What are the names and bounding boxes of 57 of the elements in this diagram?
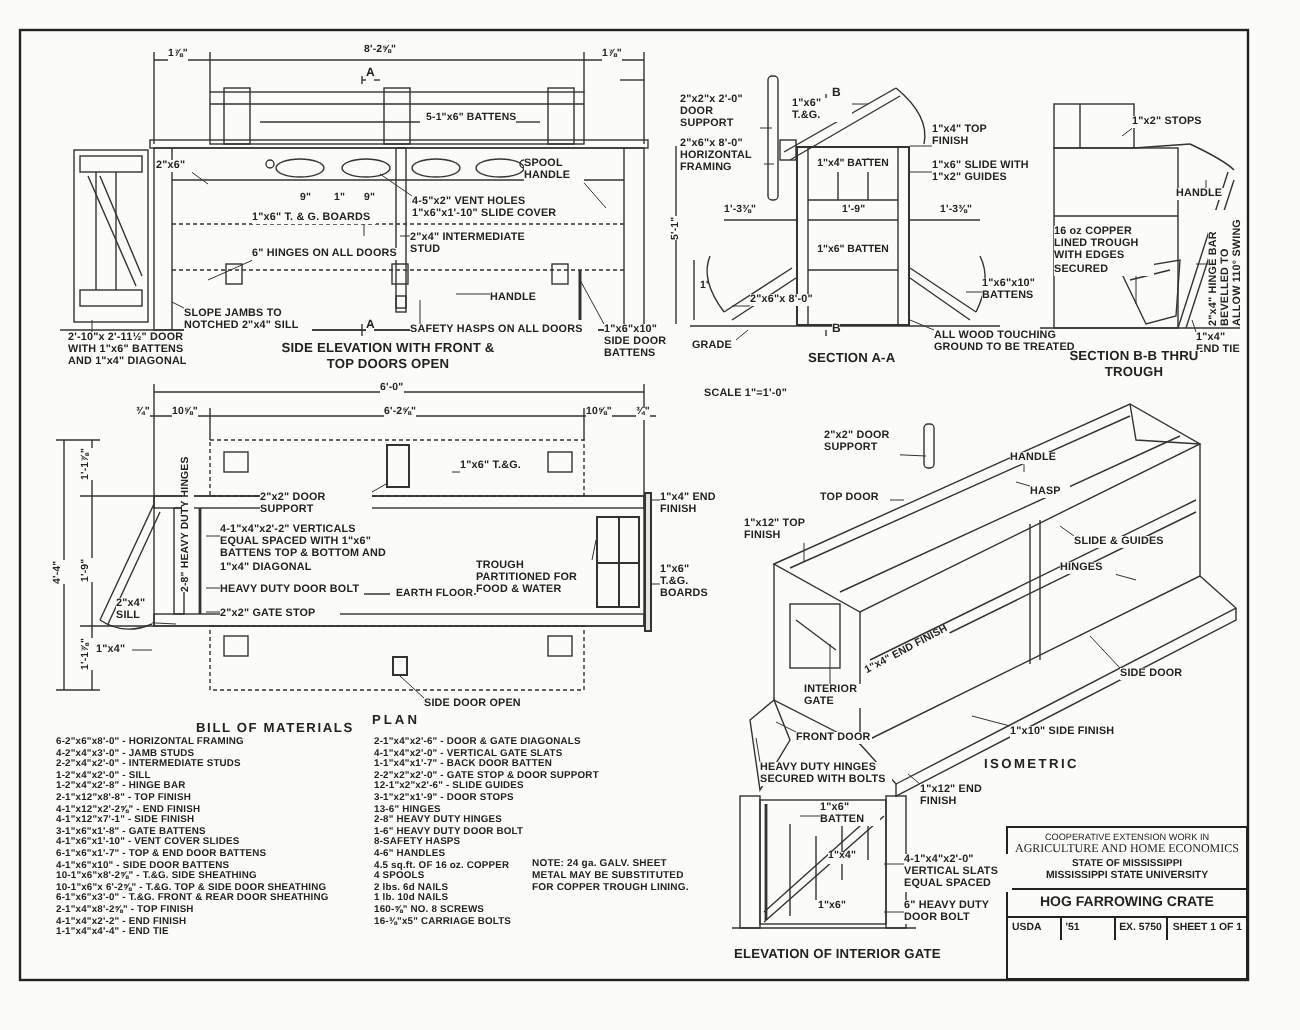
- leader-line: [205, 587, 221, 589]
- leader-line: [851, 103, 869, 105]
- leader-line: [909, 171, 933, 173]
- leader-line: [1115, 573, 1137, 581]
- leader-line: [1205, 179, 1207, 189]
- end-wall-board: [644, 492, 652, 632]
- leader-line: [1135, 275, 1137, 305]
- leader-line: [775, 721, 797, 733]
- door-handle: [392, 656, 408, 676]
- leader-line: [363, 223, 365, 237]
- leader-line: [205, 535, 221, 537]
- leader-line: [1023, 463, 1025, 473]
- leader-line: [371, 483, 387, 493]
- leader-line: [883, 863, 905, 865]
- leader-line: [1089, 635, 1121, 669]
- trough-outline: [596, 516, 640, 608]
- leader-line: [909, 145, 933, 147]
- leader-line: [591, 539, 597, 561]
- leader-line: [763, 163, 775, 165]
- leader-line: [131, 649, 153, 651]
- leader-line: [451, 471, 461, 473]
- leader-line: [829, 643, 831, 685]
- leader-line: [1015, 481, 1031, 487]
- leader-line: [651, 499, 661, 501]
- leader-line: [1121, 127, 1133, 137]
- leader-line: [651, 583, 661, 585]
- leader-line: [883, 911, 905, 913]
- leader-line: [91, 319, 93, 333]
- leader-line: [971, 715, 1011, 727]
- leader-line: [907, 773, 921, 785]
- leader-line: [583, 182, 607, 209]
- leader-line: [759, 127, 773, 129]
- leader-line: [755, 737, 761, 763]
- leader-line: [731, 305, 751, 307]
- leader-line: [1195, 263, 1209, 265]
- leader-line: [151, 622, 177, 625]
- leader-line: [965, 291, 983, 293]
- leader-line: [889, 499, 905, 501]
- leader-line: [455, 293, 491, 295]
- leader-line: [171, 301, 185, 309]
- leader-line: [399, 675, 425, 699]
- leader-line: [803, 542, 805, 563]
- leader-line: [207, 259, 253, 281]
- leader-line: [191, 171, 209, 185]
- leader-line: [799, 815, 821, 817]
- leader-line: [735, 329, 749, 341]
- leader-line: [899, 454, 927, 457]
- leader-line: [579, 279, 605, 325]
- title-block: [1006, 826, 1248, 980]
- leader-line: [419, 299, 421, 325]
- leader-line: [1059, 525, 1075, 537]
- leader-line: [205, 611, 221, 613]
- leader-line: [909, 319, 935, 331]
- leader-line: [379, 173, 413, 197]
- leader-line: [1191, 319, 1197, 333]
- door-support-post: [386, 444, 410, 488]
- leader-line: [399, 235, 411, 237]
